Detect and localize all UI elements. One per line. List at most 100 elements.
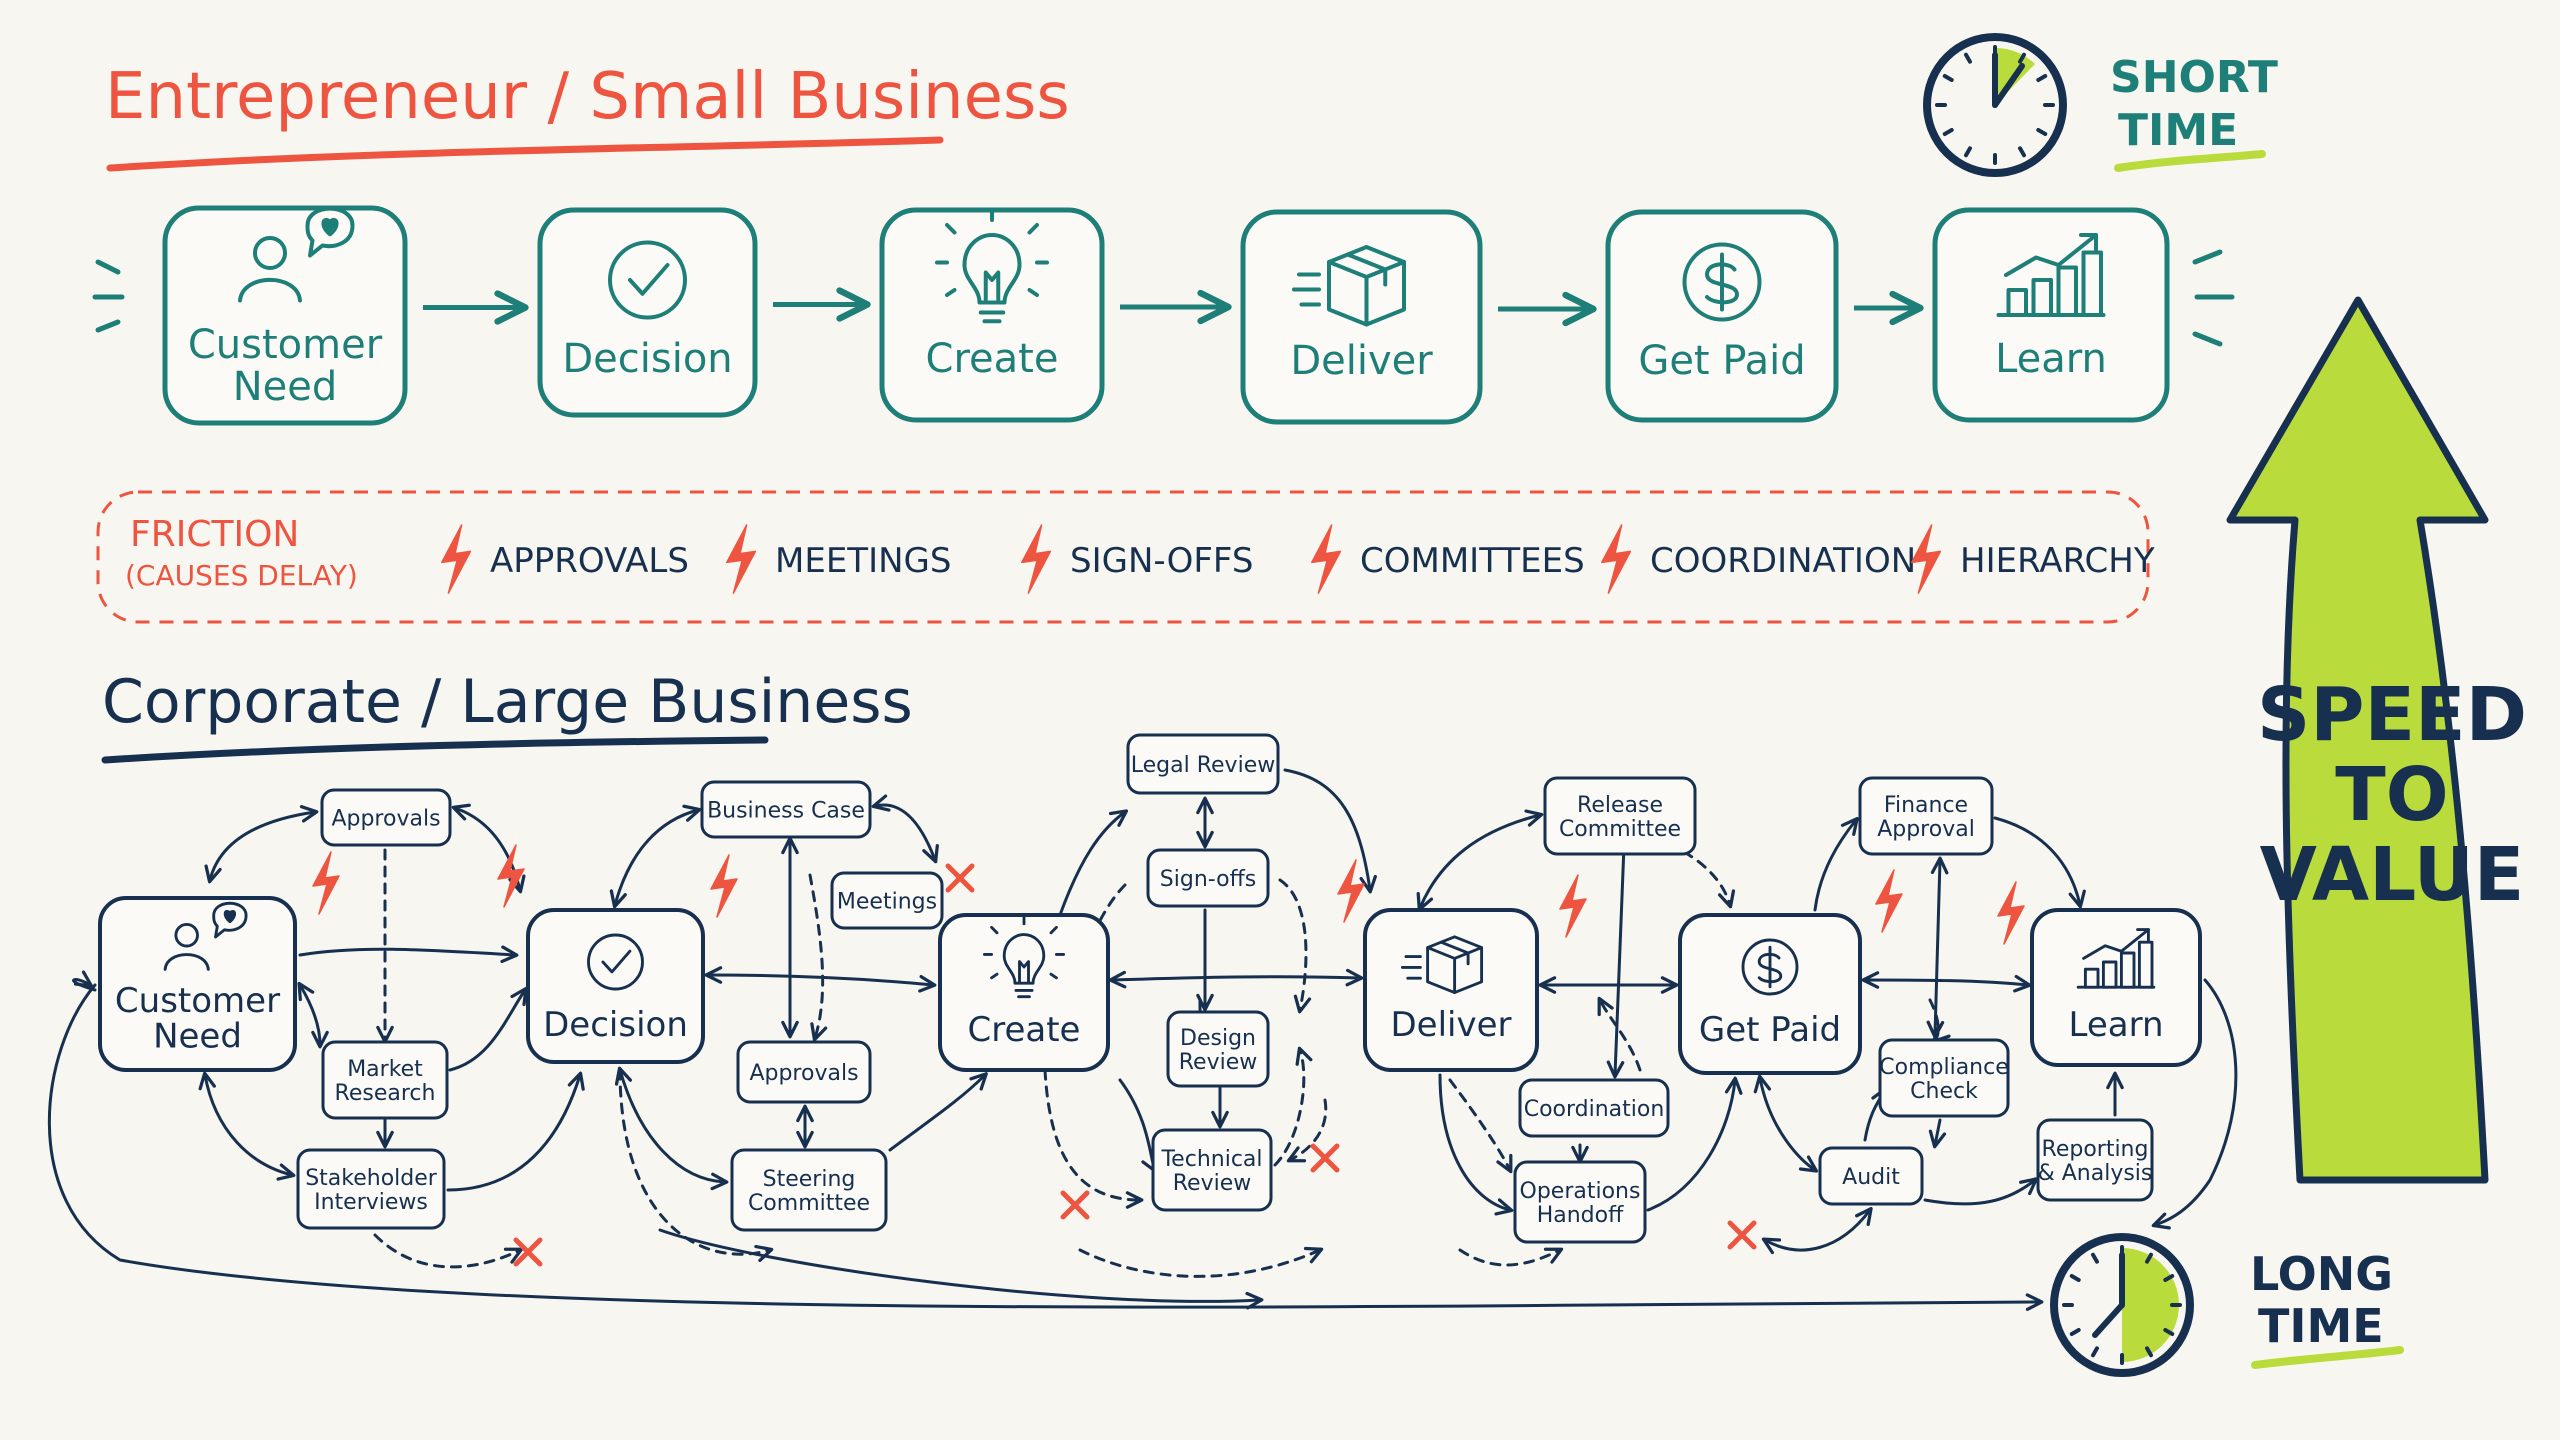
- blocked-x-icon: [513, 1237, 543, 1267]
- friction-item-hierarchy: HIERARCHY: [1960, 541, 2155, 581]
- corp-connector: [297, 981, 329, 1049]
- corp-connector: [204, 805, 319, 884]
- corp-box-label-line: Compliance: [1879, 1055, 2009, 1080]
- corp-box-reporting-analysis: Reporting& Analysis: [2036, 1118, 2154, 1202]
- lightning-bolt-icon: [1911, 524, 1942, 594]
- checkmark-icon: [587, 933, 644, 991]
- corp-connector: [1646, 1076, 1743, 1212]
- clock-tick: [2091, 1252, 2099, 1264]
- top-step-deliver-label-line: Deliver: [1290, 338, 1433, 384]
- corp-connector: [47, 983, 2044, 1311]
- corp-connector: [658, 1228, 1264, 1310]
- corp-connector: [1861, 971, 2032, 993]
- lightbulb-icon: [935, 208, 1049, 324]
- corp-connector: [1458, 1247, 1564, 1267]
- short-time-label-line1: SHORT: [2110, 52, 2278, 103]
- corp-connector: [1606, 816, 1634, 1079]
- clock-tick: [2145, 1252, 2153, 1264]
- long-time-underline: [2251, 1346, 2404, 1369]
- lightning-bolt-icon: [726, 524, 757, 594]
- corp-box-business-case: Business Case: [700, 780, 872, 839]
- corp-box-label-line: Finance: [1884, 793, 1968, 818]
- top-step-learn-label-line: Learn: [1995, 336, 2107, 382]
- speed-label-line1: SPEED: [2257, 672, 2527, 758]
- top-step-get-paid-label-line: Get Paid: [1638, 338, 1805, 384]
- corp-connector: [618, 1068, 774, 1262]
- corp-connector: [1108, 968, 1364, 989]
- corp-box-label-line: Committee: [1559, 817, 1681, 842]
- corp-box-label-line: Design: [1180, 1026, 1256, 1051]
- corp-box-label-line: Stakeholder: [305, 1166, 438, 1191]
- speed-label-line2: TO: [2335, 752, 2448, 838]
- top-speed-dashes-right: [2192, 249, 2235, 347]
- corp-connector: [1813, 816, 1859, 912]
- long-time-label-line1: LONG: [2250, 1247, 2393, 1301]
- corp-connector: [1278, 878, 1312, 1014]
- corp-connector: [1118, 1078, 1158, 1174]
- corp-step-deliver: Deliver: [1363, 908, 1539, 1072]
- lightning-bolt-icon: [497, 844, 525, 908]
- corp-connector: [609, 804, 702, 909]
- corp-box-label-line: Legal Review: [1131, 753, 1275, 778]
- corp-connector: [1928, 998, 1951, 1043]
- clock-tick: [2018, 52, 2026, 64]
- corp-step-decision: Decision: [526, 908, 705, 1064]
- corp-box-label-line: Release: [1577, 793, 1663, 818]
- checkmark-icon: [608, 240, 687, 320]
- bar-chart-icon: [1996, 233, 2106, 317]
- clock-tick: [2163, 1274, 2175, 1282]
- top-step-customer-need-label-line: Need: [233, 364, 338, 410]
- top-step-decision: Decision: [537, 207, 758, 418]
- corp-box-label-line: Approvals: [749, 1061, 858, 1086]
- corp-connector: [1043, 1068, 1144, 1209]
- corp-box-label-line: Market: [347, 1057, 423, 1082]
- corp-step-get-paid: Get Paid: [1678, 913, 1862, 1075]
- short-time-underline: [2114, 150, 2266, 172]
- corp-connector: [808, 873, 828, 1042]
- speed-label-line3: VALUE: [2260, 832, 2525, 918]
- corp-connector: [1286, 1098, 1328, 1163]
- corp-connector: [888, 1072, 988, 1152]
- corp-step-create: Create: [938, 913, 1110, 1072]
- blocked-x-icon: [945, 863, 975, 893]
- lightning-bolt-icon: [1021, 524, 1052, 594]
- corp-connector: [198, 1071, 296, 1181]
- corp-connector: [1597, 996, 1642, 1072]
- lightning-bolt-icon: [1311, 524, 1342, 594]
- corp-box-label-line: Committee: [748, 1191, 870, 1216]
- long-time-clock-icon: [2050, 1233, 2194, 1377]
- corp-box-approvals: Approvals: [320, 788, 452, 847]
- lightning-bolt-icon: [1997, 881, 2025, 945]
- corp-connector: [1078, 1246, 1324, 1278]
- top-step-decision-label-line: Decision: [562, 336, 732, 382]
- corp-box-label-line: Meetings: [837, 889, 937, 914]
- clock-tick: [2145, 1346, 2153, 1358]
- friction-band: [96, 490, 2150, 624]
- bottom-title-underline: [101, 736, 769, 764]
- box-icon: [1400, 935, 1484, 995]
- corp-step-customer-need-label-line: Customer: [115, 981, 280, 1021]
- corp-box-coordination: Coordination: [1518, 1078, 1670, 1138]
- speed-to-value-arrow: SPEED TO VALUE: [2226, 296, 2527, 1184]
- friction-item-meetings: MEETINGS: [775, 541, 951, 581]
- customer-need-icon: [163, 901, 248, 971]
- lightning-bolt-icon: [1559, 874, 1587, 938]
- corp-connector: [1993, 816, 2086, 909]
- clock-tick: [2069, 1328, 2081, 1336]
- corp-step-learn: Learn: [2030, 908, 2202, 1067]
- corp-box-label-line: Audit: [1842, 1165, 1900, 1190]
- lightning-bolt-icon: [1337, 859, 1365, 923]
- clock-tick: [2069, 1274, 2081, 1282]
- lightbulb-icon: [982, 915, 1066, 999]
- clock-tick: [2036, 74, 2048, 82]
- blocked-x-icon: [1060, 1190, 1090, 1220]
- corp-connector: [446, 1071, 585, 1192]
- corp-connector: [1416, 809, 1544, 912]
- corp-box-label-line: Interviews: [314, 1190, 428, 1215]
- corp-box-label-line: & Analysis: [2038, 1161, 2153, 1186]
- corp-box-label-line: Coordination: [1524, 1097, 1665, 1122]
